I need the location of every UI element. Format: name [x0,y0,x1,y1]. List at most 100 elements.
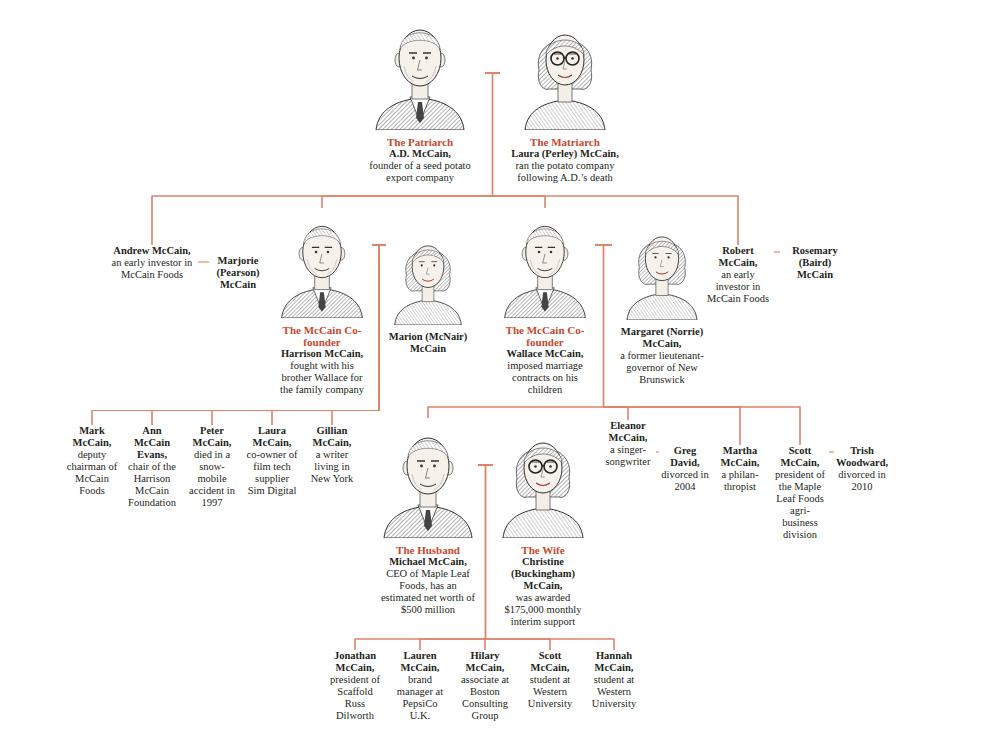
person-card: Ann McCain Evans,chair of the Harrison M… [124,425,180,509]
portrait-card: Marion (McNair) McCain [386,225,470,355]
person-name: Martha McCain, [716,445,764,469]
person-card: Laura McCain,co-owner of film tech suppl… [244,425,300,497]
person-card: Peter McCain,died in a snow-mobile accid… [184,425,240,509]
person-card: Lauren McCain,brand manager at PepsiCo U… [390,650,450,722]
marriage-line [656,451,659,452]
role-heading: The Patriarch [357,136,483,148]
marriage-line [829,451,834,452]
margaret-portrait [627,237,697,320]
descent-line [92,245,386,425]
person-name: Eleanor McCain, [602,420,654,444]
person-name: A.D. McCain, [357,148,483,160]
descent-line [355,465,493,650]
person-note: a writer living in New York [306,449,358,485]
descent-line [595,245,740,445]
role-heading: The Husband [380,544,476,556]
person-name: Scott McCain, [522,650,578,674]
person-note: founder of a seed potato export company [357,160,483,184]
role-heading: The Wife [495,544,591,556]
person-note: a singer-songwriter [602,444,654,468]
descent-line [478,465,614,650]
person-card: Scott McCain,president of the Maple Leaf… [771,445,829,541]
descent-line [272,245,379,425]
descent-line [152,245,386,425]
role-heading: The McCain Co-founder [274,324,370,348]
portrait-card: Margaret (Norrie) McCain,a former lieute… [612,215,712,386]
christine-portrait [503,443,583,538]
descent-line [595,245,800,445]
person-note: student at Western University [522,674,578,710]
descent-line [322,73,493,208]
person-card: Eleanor McCain,a singer-songwriter [600,420,656,468]
person-card: Martha McCain,a philan-thropist [714,445,766,493]
person-note: brand manager at PepsiCo U.K. [392,674,448,722]
person-name: Greg David, [661,445,709,469]
wallace-portrait [505,226,586,318]
person-note: associate at Boston Consulting Group [457,674,513,722]
michael-portrait [384,438,472,538]
person-note: president of the Maple Leaf Foods agri-b… [773,469,827,541]
person-note: student at Western University [586,674,642,710]
portrait-card: The McCain Co-founderHarrison McCain,fou… [272,208,372,396]
person-name: Scott McCain, [773,445,827,469]
person-note: divorced in 2004 [661,469,709,493]
descent-line [272,245,386,425]
person-name: Peter McCain, [186,425,238,449]
person-note: died in a snow-mobile accident in 1997 [186,449,238,509]
marion-portrait [395,246,462,325]
role-heading: The McCain Co-founder [497,324,593,348]
person-card: Hannah McCain,student at Western Univers… [584,650,644,710]
role-heading: The Matriarch [502,136,628,148]
person-note: president of Scaffold Russ Dilworth [327,674,383,722]
descent-line [478,465,486,650]
marriage-line [198,261,209,262]
person-note: chair of the Harrison McCain Foundation [126,461,178,509]
person-name: Robert McCain, [704,245,772,269]
person-card: Andrew McCain,an early investor in McCai… [106,245,198,281]
person-card: Greg David,divorced in 2004 [659,445,711,493]
glasses [529,460,557,473]
descent-line [92,245,379,425]
matriarch-portrait [525,35,605,130]
portrait-card: The MatriarchLaura (Perley) McCain,ran t… [500,10,630,184]
descent-line [604,245,741,445]
person-card: Scott McCain,student at Western Universi… [520,650,580,710]
descent-line [486,465,615,650]
person-name: Laura (Perley) McCain, [502,148,628,160]
descent-line [493,73,739,245]
person-note: was awarded $175,000 monthly interim sup… [495,592,591,628]
person-card: Gillian McCain,a writer living in New Yo… [304,425,360,485]
descent-line [152,73,493,245]
descent-line [212,245,386,425]
person-note: deputy chairman of McCain Foods [66,449,118,497]
person-name: Ann McCain Evans, [126,425,178,461]
person-note: ran the potato company following A.D.’s … [502,160,628,184]
person-note: an early investor in McCain Foods [704,269,772,305]
portrait-card: The WifeChristine (Buckingham) McCain,wa… [493,418,593,628]
descent-line [212,245,379,425]
person-name: Harrison McCain, [274,348,370,360]
descent-line [485,465,493,650]
person-name: Trish Woodward, [836,445,888,469]
marriage-line [774,251,780,252]
person-name: Andrew McCain, [108,245,196,257]
glasses [551,52,579,65]
person-name: Wallace McCain, [497,348,593,360]
descent-line [604,245,801,445]
person-name: Gillian McCain, [306,425,358,449]
person-note: divorced in 2010 [836,469,888,493]
person-card: Mark McCain,deputy chairman of McCain Fo… [64,425,120,497]
person-name: Christine (Buckingham) McCain, [495,556,591,592]
person-card: Hilary McCain,associate at Boston Consul… [455,650,515,722]
descent-line [322,73,500,208]
person-note: imposed marriage contracts on his childr… [497,360,593,396]
harrison-portrait [282,226,363,318]
person-name: Lauren McCain, [392,650,448,674]
person-note: an early investor in McCain Foods [108,257,196,281]
person-name: Hilary McCain, [457,650,513,674]
person-card: Trish Woodward,divorced in 2010 [834,445,890,493]
person-name: Laura McCain, [246,425,298,449]
